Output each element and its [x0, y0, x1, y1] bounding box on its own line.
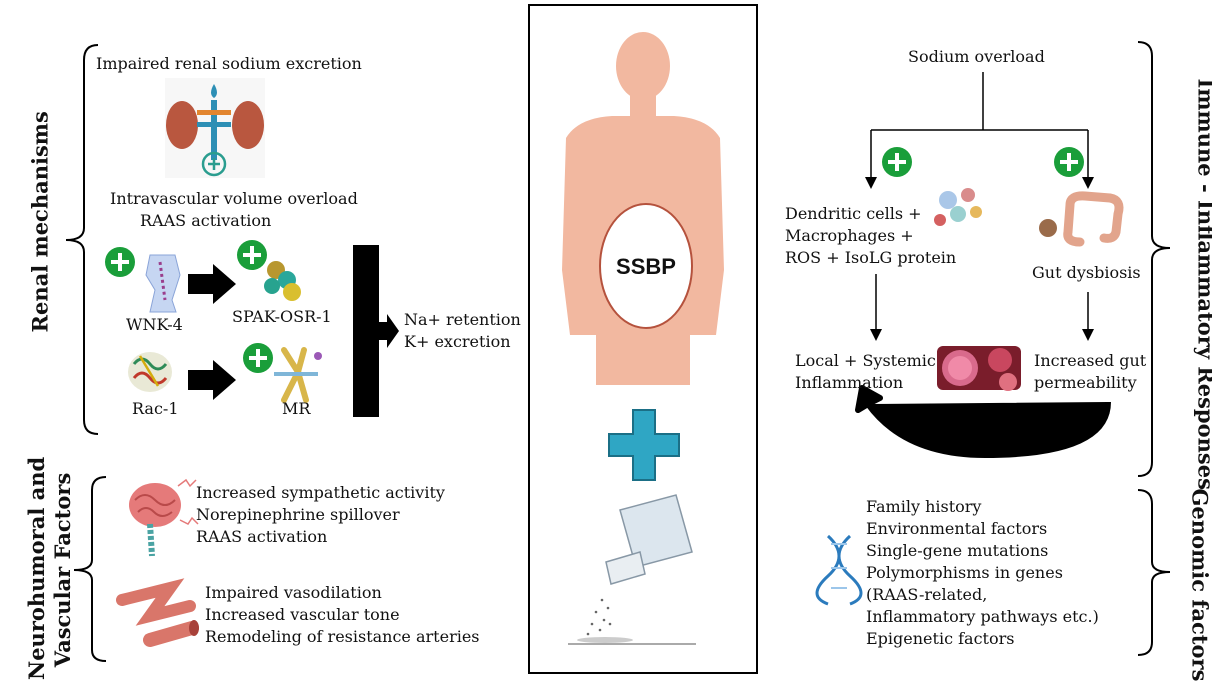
plus-circle-icon: [243, 343, 273, 373]
na-retention-text: Na+ retention: [404, 309, 521, 331]
permeability-line: Increased gut: [1034, 350, 1146, 372]
genomic-line: (RAAS-related,: [866, 584, 1099, 606]
spak-protein-icon: [264, 261, 301, 301]
permeability-line: permeability: [1034, 372, 1146, 394]
artery-icon: [122, 588, 199, 640]
genomic-line: Family history: [866, 496, 1099, 518]
immune-cells-line: Macrophages +: [785, 225, 956, 247]
convergence-arrow: [379, 314, 399, 348]
inflammation-line: Local + Systemic: [795, 350, 936, 372]
genomic-list: Family history Environmental factors Sin…: [866, 496, 1099, 650]
neuro-side-label-line2: Vascular Factors: [50, 460, 76, 680]
permeability-text: Increased gut permeability: [1034, 350, 1146, 394]
plus-circle-icon: [1054, 147, 1084, 177]
sympathetic-line: Norepinephrine spillover: [196, 504, 445, 526]
genomic-line: Epigenetic factors: [866, 628, 1099, 650]
sympathetic-list: Increased sympathetic activity Norepinep…: [196, 482, 445, 548]
block-arrow-right: [188, 360, 236, 400]
neuro-side-label: Neurohumoral and Vascular Factors: [24, 460, 76, 680]
immune-cells-line: Dendritic cells +: [785, 203, 956, 225]
genomic-line: Environmental factors: [866, 518, 1099, 540]
genomic-line: Polymorphisms in genes: [866, 562, 1099, 584]
immune-side-label: Immune - Inflammatory Responses: [1194, 79, 1212, 419]
brain-icon: [129, 480, 198, 556]
plus-circle-icon: [237, 240, 267, 270]
neuro-brace: [74, 477, 106, 661]
gut-dysbiosis-text: Gut dysbiosis: [1032, 262, 1141, 284]
dna-icon: [817, 536, 861, 604]
ssbp-label: SSBP: [598, 254, 694, 280]
spak-label: SPAK-OSR-1: [232, 306, 332, 328]
vascular-line: Remodeling of resistance arteries: [205, 626, 480, 648]
plus-circle-icon: [882, 147, 912, 177]
impaired-excretion-text: Impaired renal sodium excretion: [96, 53, 362, 75]
inflammation-text: Local + Systemic Inflammation: [795, 350, 936, 394]
intestine-icon: [1039, 196, 1119, 242]
mr-label: MR: [282, 398, 310, 420]
center-panel: [528, 4, 758, 674]
genomic-line: Inflammatory pathways etc.): [866, 606, 1099, 628]
genomic-brace: [1138, 490, 1170, 655]
genomic-side-label: Genomic factors: [1188, 489, 1212, 669]
immune-cells-list: Dendritic cells + Macrophages + ROS + Is…: [785, 203, 956, 269]
mr-receptor-icon: [274, 350, 322, 400]
wnk4-protein-icon: [146, 255, 180, 312]
immune-cells-line: ROS + IsoLG protein: [785, 247, 956, 269]
block-arrow-right: [188, 264, 236, 304]
sodium-overload-text: Sodium overload: [908, 46, 1045, 68]
genomic-line: Single-gene mutations: [866, 540, 1099, 562]
k-excretion-text: K+ excretion: [404, 331, 511, 353]
immune-brace: [1138, 42, 1170, 476]
neuro-side-label-line1: Neurohumoral and: [24, 460, 50, 680]
vascular-line: Increased vascular tone: [205, 604, 480, 626]
plus-circle-icon: [105, 247, 135, 277]
inflammation-line: Inflammation: [795, 372, 936, 394]
sympathetic-line: Increased sympathetic activity: [196, 482, 445, 504]
convergence-bar: [353, 245, 379, 417]
renal-side-label: Renal mechanisms: [28, 153, 53, 333]
vascular-list: Impaired vasodilation Increased vascular…: [205, 582, 480, 648]
vascular-line: Impaired vasodilation: [205, 582, 480, 604]
kidney-icon: [165, 78, 265, 178]
feedback-curved-arrow: [858, 388, 1108, 455]
rac1-protein-icon: [128, 352, 172, 392]
sympathetic-line: RAAS activation: [196, 526, 445, 548]
inflammation-cells-icon: [937, 346, 1021, 391]
volume-overload-text: Intravascular volume overload: [110, 188, 358, 210]
wnk4-label: WNK-4: [126, 314, 183, 336]
raas-activation-text: RAAS activation: [140, 210, 271, 232]
renal-brace: [66, 45, 98, 434]
rac1-label: Rac-1: [132, 398, 179, 420]
